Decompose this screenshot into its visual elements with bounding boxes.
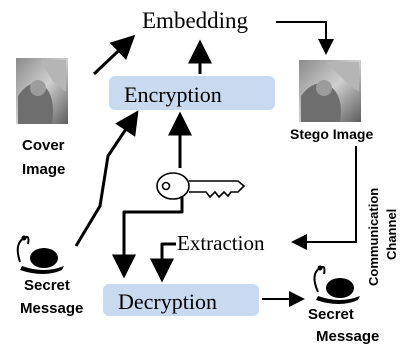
encryption-label: Encryption (124, 82, 222, 107)
key-icon (156, 172, 246, 200)
cover-image-label-line1: Cover (22, 137, 65, 154)
arrow-cover-to-embedding (92, 34, 136, 76)
secret-message-out-line2: Message (316, 328, 379, 345)
arrow-message-to-encryption (74, 110, 139, 247)
secret-message-in-line1: Secret (24, 277, 70, 294)
embedding-label: Embedding (142, 8, 249, 33)
channel-label-line1: Communication (366, 188, 381, 286)
stego-image-label: Stego Image (290, 126, 373, 142)
secret-message-in-line2: Message (20, 300, 83, 317)
snail-icon (16, 235, 64, 274)
arrow-stego-to-extraction (291, 146, 357, 250)
secret-message-out-line1: Secret (308, 306, 354, 323)
arrow-key-to-decryption (112, 196, 184, 279)
stego-photo-icon (299, 60, 361, 122)
channel-label-line2: Channel (384, 209, 399, 260)
extraction-label: Extraction (177, 231, 265, 255)
decryption-box (103, 284, 259, 316)
arrow-embedding-to-stego (276, 21, 334, 55)
decryption-label: Decryption (118, 289, 217, 314)
arrow-extraction-to-decryption (150, 242, 176, 283)
cover-image-label-line2: Image (22, 161, 65, 178)
cover-photo-icon (16, 58, 68, 124)
snail-icon (313, 265, 360, 304)
encryption-box (109, 76, 275, 110)
